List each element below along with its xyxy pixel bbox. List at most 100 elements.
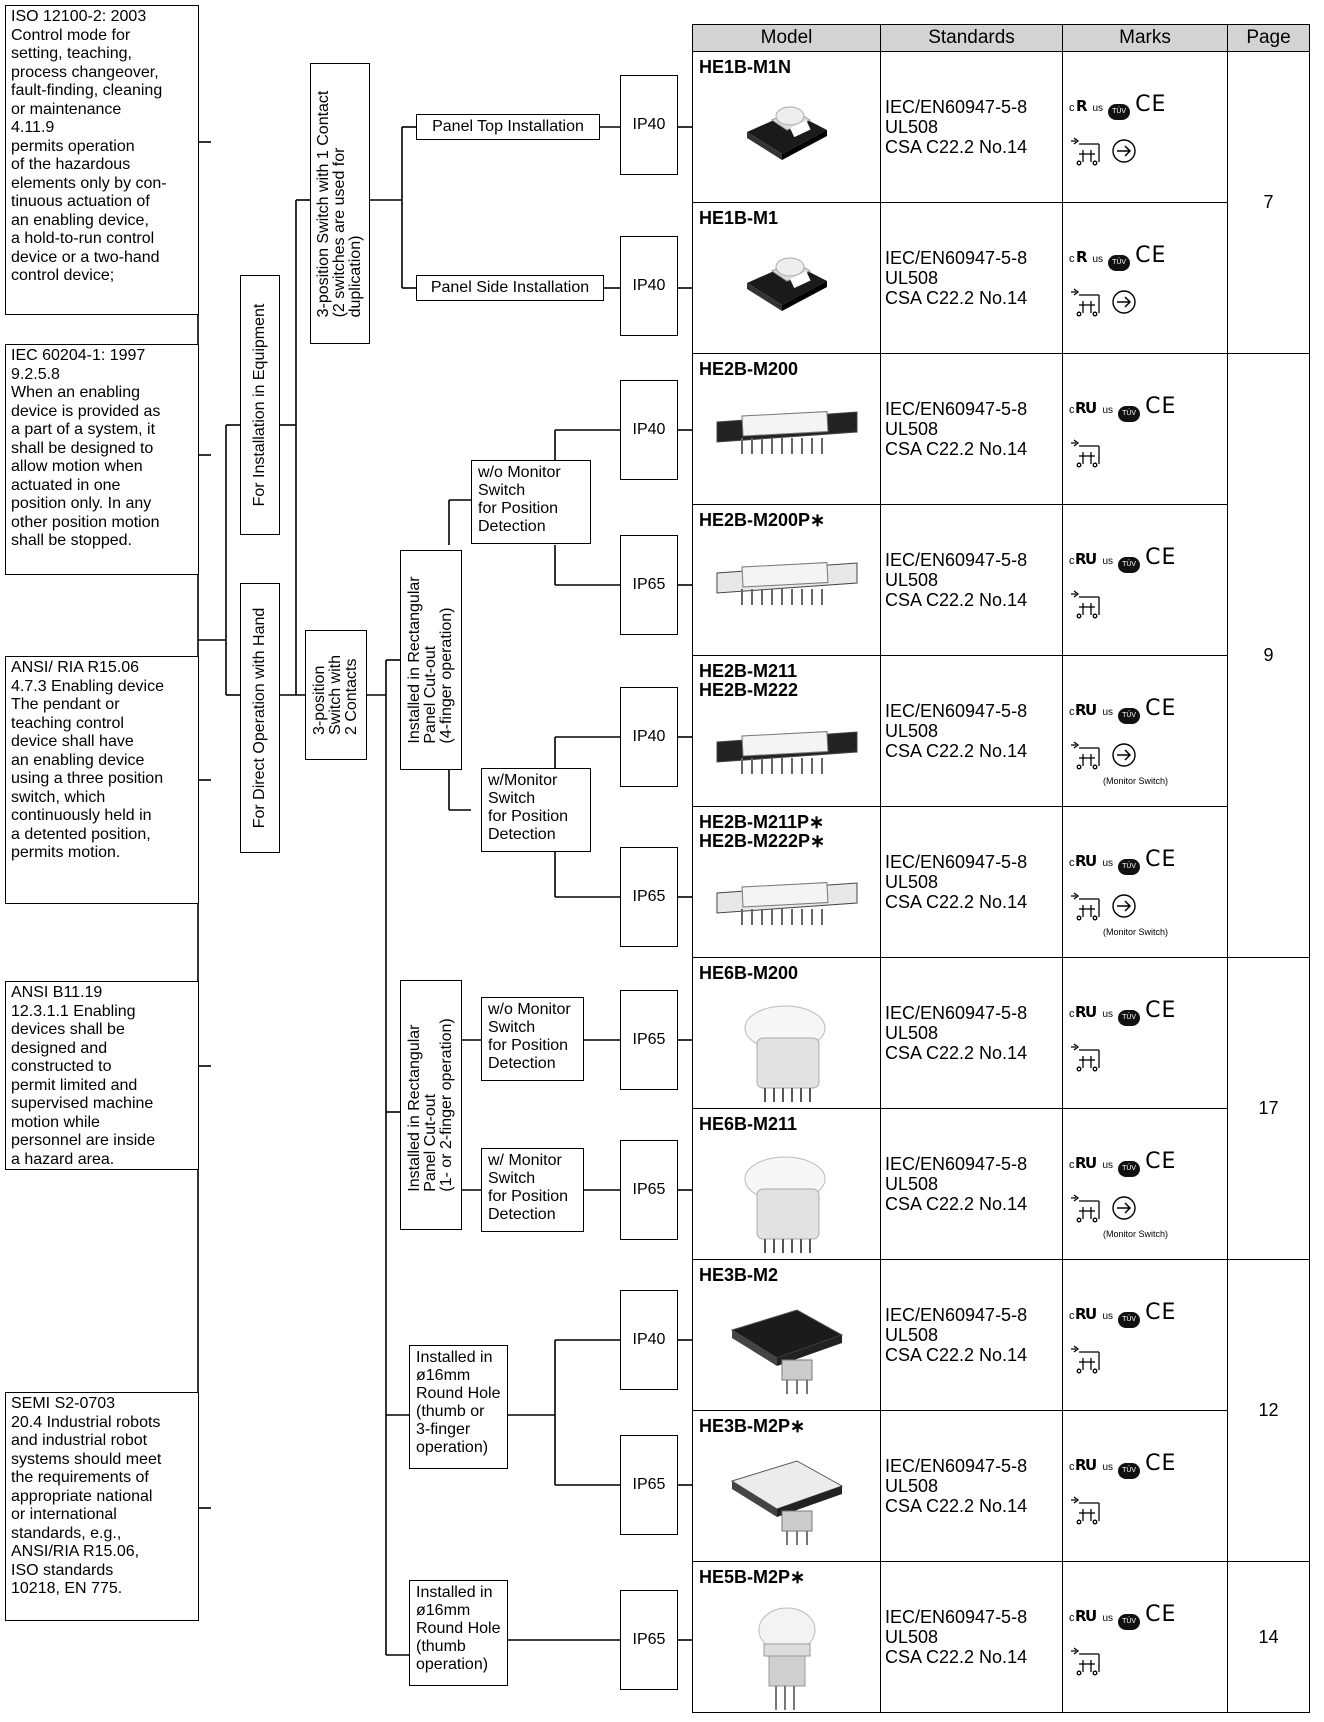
- ce-mark: CE: [1145, 394, 1177, 419]
- arrow-circle-icon: [1112, 894, 1136, 918]
- model-name: HE6B-M211: [699, 1114, 798, 1134]
- standards-text: IEC/EN60947-5-8 UL508 CSA C22.2 No.14: [885, 248, 1028, 308]
- page-cell: 9: [1227, 353, 1310, 958]
- product-image: [737, 1149, 837, 1264]
- model-name: HE2B-M200: [699, 359, 799, 379]
- wo-monitor-box-1: w/o Monitor Switch for Position Detectio…: [471, 460, 591, 544]
- standards-cell: IEC/EN60947-5-8 UL508 CSA C22.2 No.14: [880, 957, 1063, 1109]
- ce-mark: CE: [1135, 243, 1167, 268]
- model-cell: HE1B-M1N: [692, 51, 881, 203]
- product-image: [722, 1451, 852, 1556]
- w-monitor-box-2: w/ Monitor Switch for Position Detection: [481, 1148, 584, 1232]
- product-image: [712, 714, 862, 789]
- standards-text: IEC/EN60947-5-8 UL508 CSA C22.2 No.14: [885, 1456, 1028, 1516]
- tuv-mark: TÜV: [1118, 859, 1141, 875]
- model-cell: HE2B-M211 HE2B-M222: [692, 655, 881, 807]
- standards-text: IEC/EN60947-5-8 UL508 CSA C22.2 No.14: [885, 701, 1028, 761]
- svg-text:R: R: [1075, 399, 1087, 416]
- header-standards: Standards: [880, 24, 1063, 52]
- model-cell: HE6B-M200: [692, 957, 881, 1109]
- monitor-switch-note: (Monitor Switch): [1103, 927, 1169, 937]
- ce-mark: CE: [1145, 998, 1177, 1023]
- standards-cell: IEC/EN60947-5-8 UL508 CSA C22.2 No.14: [880, 1108, 1063, 1260]
- category-direct-hand: For Direct Operation with Hand: [240, 583, 280, 853]
- svg-text:R: R: [1076, 97, 1088, 114]
- page-cell: 14: [1227, 1561, 1310, 1713]
- svg-text:U: U: [1085, 1003, 1097, 1020]
- switch-type-2-contacts: 3-position Switch with 2 Contacts: [305, 630, 367, 760]
- tuv-mark: TÜV: [1118, 406, 1141, 422]
- svg-text:U: U: [1085, 852, 1097, 869]
- ip-rating: IP65: [620, 1140, 678, 1240]
- ce-mark: CE: [1145, 847, 1177, 872]
- standards-cell: IEC/EN60947-5-8 UL508 CSA C22.2 No.14: [880, 806, 1063, 958]
- svg-text:R: R: [1076, 248, 1088, 265]
- header-page: Page: [1227, 24, 1310, 52]
- table-row: HE3B-M2P∗ IEC/EN60947-5-8 UL508 CSA C22.2…: [692, 1410, 1310, 1562]
- switch-symbol-icon: [1071, 590, 1100, 619]
- switch-symbol-icon: [1071, 1043, 1100, 1072]
- panel-side-installation: Panel Side Installation: [416, 275, 604, 301]
- ip-rating: IP40: [620, 1290, 678, 1390]
- ce-mark: CE: [1145, 1602, 1177, 1627]
- svg-text:R: R: [1075, 1607, 1087, 1624]
- arrow-circle-icon: [1112, 290, 1136, 314]
- switch-symbol-icon: [1071, 1194, 1100, 1223]
- monitor-switch-note: (Monitor Switch): [1103, 1229, 1169, 1239]
- standards-cell: IEC/EN60947-5-8 UL508 CSA C22.2 No.14: [880, 353, 1063, 505]
- product-image: [732, 92, 842, 177]
- rect-cutout-4-finger: Installed in Rectangular Panel Cut-out (…: [400, 550, 462, 770]
- ce-mark: CE: [1135, 92, 1167, 117]
- standards-text: IEC/EN60947-5-8 UL508 CSA C22.2 No.14: [885, 1607, 1028, 1667]
- product-image: [722, 1300, 852, 1405]
- switch-symbol-icon: [1071, 892, 1100, 921]
- product-image: [712, 545, 862, 620]
- model-cell: HE2B-M200: [692, 353, 881, 505]
- svg-text:U: U: [1085, 701, 1097, 718]
- svg-text:U: U: [1085, 1305, 1097, 1322]
- standards-cell: IEC/EN60947-5-8 UL508 CSA C22.2 No.14: [880, 51, 1063, 203]
- standards-text: IEC/EN60947-5-8 UL508 CSA C22.2 No.14: [885, 399, 1028, 459]
- model-name: HE1B-M1: [699, 208, 779, 228]
- standards-text: IEC/EN60947-5-8 UL508 CSA C22.2 No.14: [885, 97, 1028, 157]
- table-row: HE2B-M211P∗ HE2B-M222P∗IEC/EN60947-5-8 U…: [692, 806, 1310, 958]
- model-cell: HE5B-M2P∗: [692, 1561, 881, 1713]
- standards-cell: IEC/EN60947-5-8 UL508 CSA C22.2 No.14: [880, 202, 1063, 354]
- header-model: Model: [692, 24, 881, 52]
- svg-text:R: R: [1075, 852, 1087, 869]
- model-cell: HE3B-M2P∗: [692, 1410, 881, 1562]
- header-marks: Marks: [1062, 24, 1228, 52]
- ip-rating: IP65: [620, 535, 678, 635]
- standards-cell: IEC/EN60947-5-8 UL508 CSA C22.2 No.14: [880, 1561, 1063, 1713]
- tuv-mark: TÜV: [1118, 557, 1141, 573]
- standard-box-ansi-ria: ANSI/ RIA R15.06 4.7.3 Enabling device T…: [5, 656, 199, 904]
- table-row: HE5B-M2P∗IEC/EN60947-5-8 UL508 CSA C22.2…: [692, 1561, 1310, 1713]
- arrow-circle-icon: [1112, 139, 1136, 163]
- switch-type-1-contact: 3-position Switch with 1 Contact (2 swit…: [310, 63, 370, 344]
- model-name: HE1B-M1N: [699, 57, 792, 77]
- category-installation-equipment: For Installation in Equipment: [240, 275, 280, 535]
- switch-type-2-contacts-label: 3-position Switch with 2 Contacts: [311, 654, 360, 736]
- svg-text:U: U: [1085, 399, 1097, 416]
- model-cell: HE6B-M211: [692, 1108, 881, 1260]
- model-name: HE3B-M2P∗: [699, 1416, 806, 1436]
- model-name: HE2B-M200P∗: [699, 510, 826, 530]
- standards-cell: IEC/EN60947-5-8 UL508 CSA C22.2 No.14: [880, 655, 1063, 807]
- table-row: HE1B-M1N IEC/EN60947-5-8 UL508 CSA C22.2 …: [692, 51, 1310, 354]
